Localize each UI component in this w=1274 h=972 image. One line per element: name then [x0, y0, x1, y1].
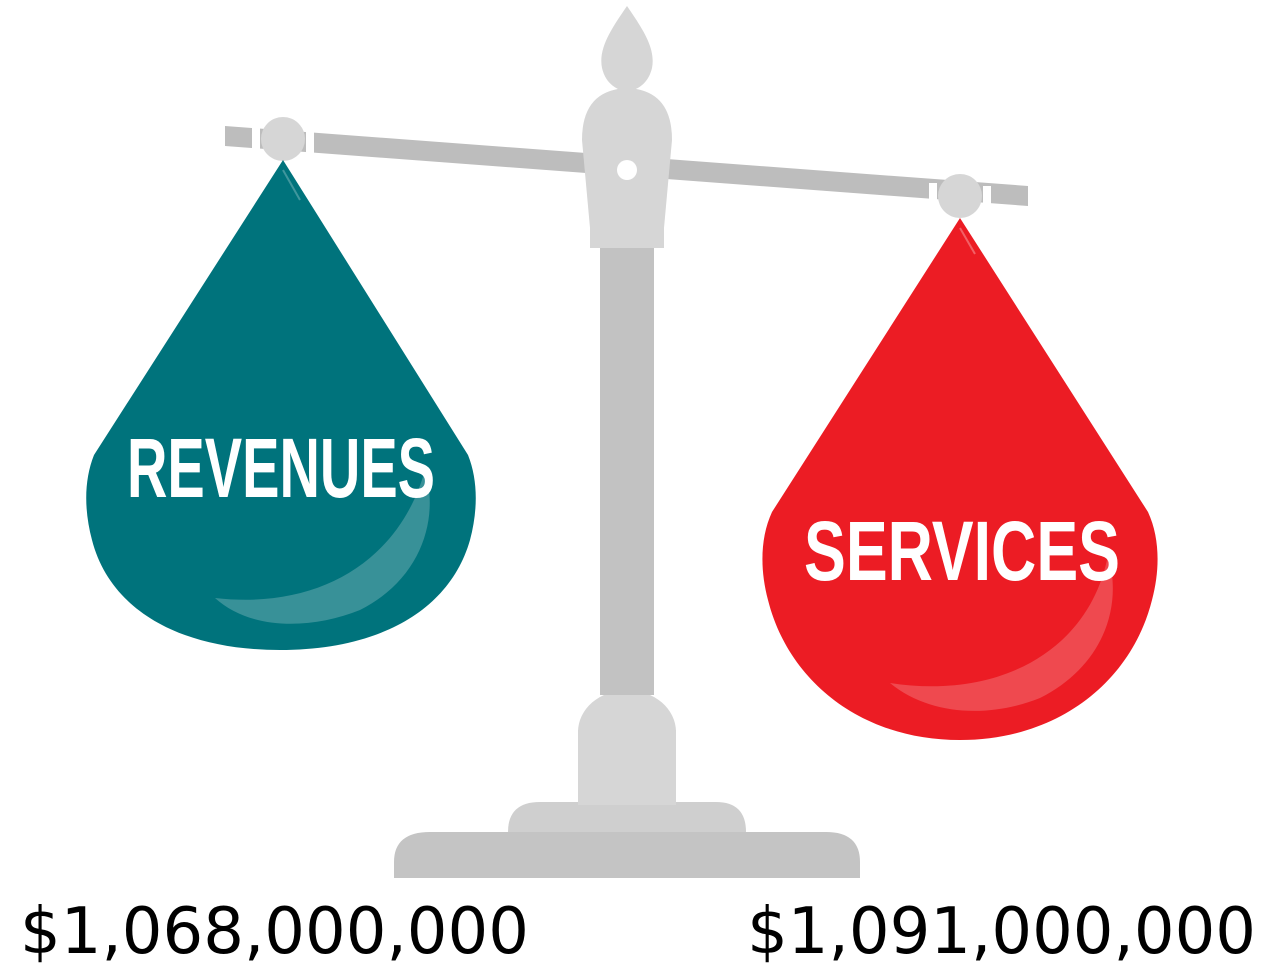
services-drop: SERVICES — [762, 218, 1158, 740]
scale-finial — [601, 6, 653, 92]
revenues-amount: $1,068,000,000 — [20, 895, 529, 969]
scale-head — [582, 88, 672, 248]
scale-base — [394, 690, 860, 878]
scale-pillar — [600, 245, 654, 695]
services-amount: $1,091,000,000 — [747, 895, 1256, 969]
services-label: SERVICES — [804, 504, 1120, 598]
revenues-label: REVENUES — [127, 421, 435, 515]
revenues-drop: REVENUES — [86, 160, 476, 650]
